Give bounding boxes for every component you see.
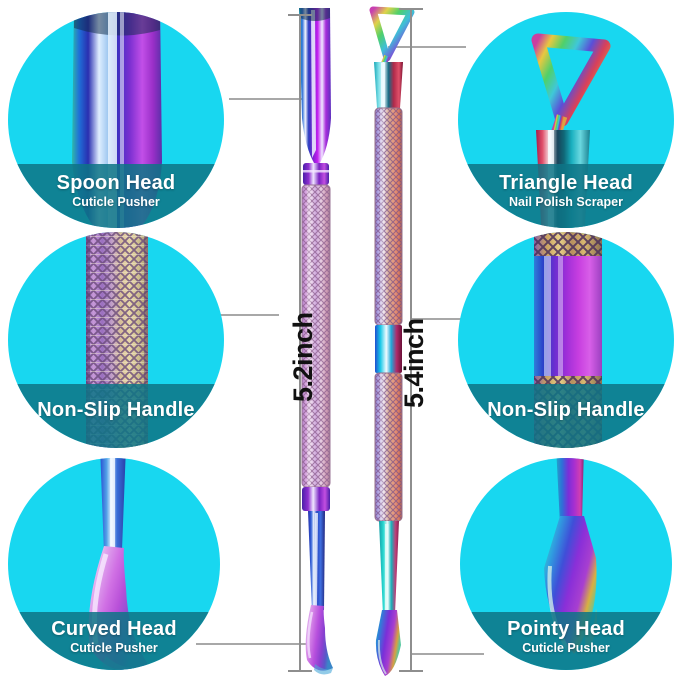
feature-circle-pointy-head[interactable]: Pointy Head Cuticle Pusher: [460, 458, 672, 670]
feature-circle-handle-left[interactable]: Non-Slip Handle: [8, 232, 224, 448]
tool-left-spoon-curved: [299, 8, 333, 675]
feature-circle-handle-right[interactable]: Non-Slip Handle: [458, 232, 674, 448]
connector-line-handle-left: [213, 314, 279, 316]
caption-band: [458, 384, 674, 448]
caption-band: [8, 384, 224, 448]
tool-right-triangle-pointy: [369, 6, 415, 676]
dimension-label-right: 5.4inch: [399, 318, 429, 408]
feature-circle-curved-head[interactable]: Curved Head Cuticle Pusher: [8, 458, 220, 670]
connector-line-handle-right: [410, 318, 471, 320]
dimension-label-left: 5.2inch: [288, 312, 318, 402]
bracket-right-tool: [410, 8, 412, 672]
bracket-tick-left-top: [288, 14, 312, 16]
caption-band: [8, 164, 224, 228]
bracket-left-tool: [299, 14, 301, 672]
connector-line-triangle-head: [388, 46, 466, 48]
bracket-tick-right-bottom: [399, 670, 423, 672]
bracket-tick-right-top: [399, 8, 423, 10]
caption-band: [8, 612, 220, 670]
connector-line-curved-head: [196, 643, 311, 645]
tools-stage: [255, 0, 435, 679]
connector-line-pointy-head: [412, 653, 484, 655]
caption-band: [458, 164, 674, 228]
feature-circle-spoon-head[interactable]: Spoon Head Cuticle Pusher: [8, 12, 224, 228]
connector-line-spoon-head: [229, 98, 306, 100]
feature-circle-triangle-head[interactable]: Triangle Head Nail Polish Scraper: [458, 12, 674, 228]
bracket-tick-left-bottom: [288, 670, 312, 672]
caption-band: [460, 612, 672, 670]
